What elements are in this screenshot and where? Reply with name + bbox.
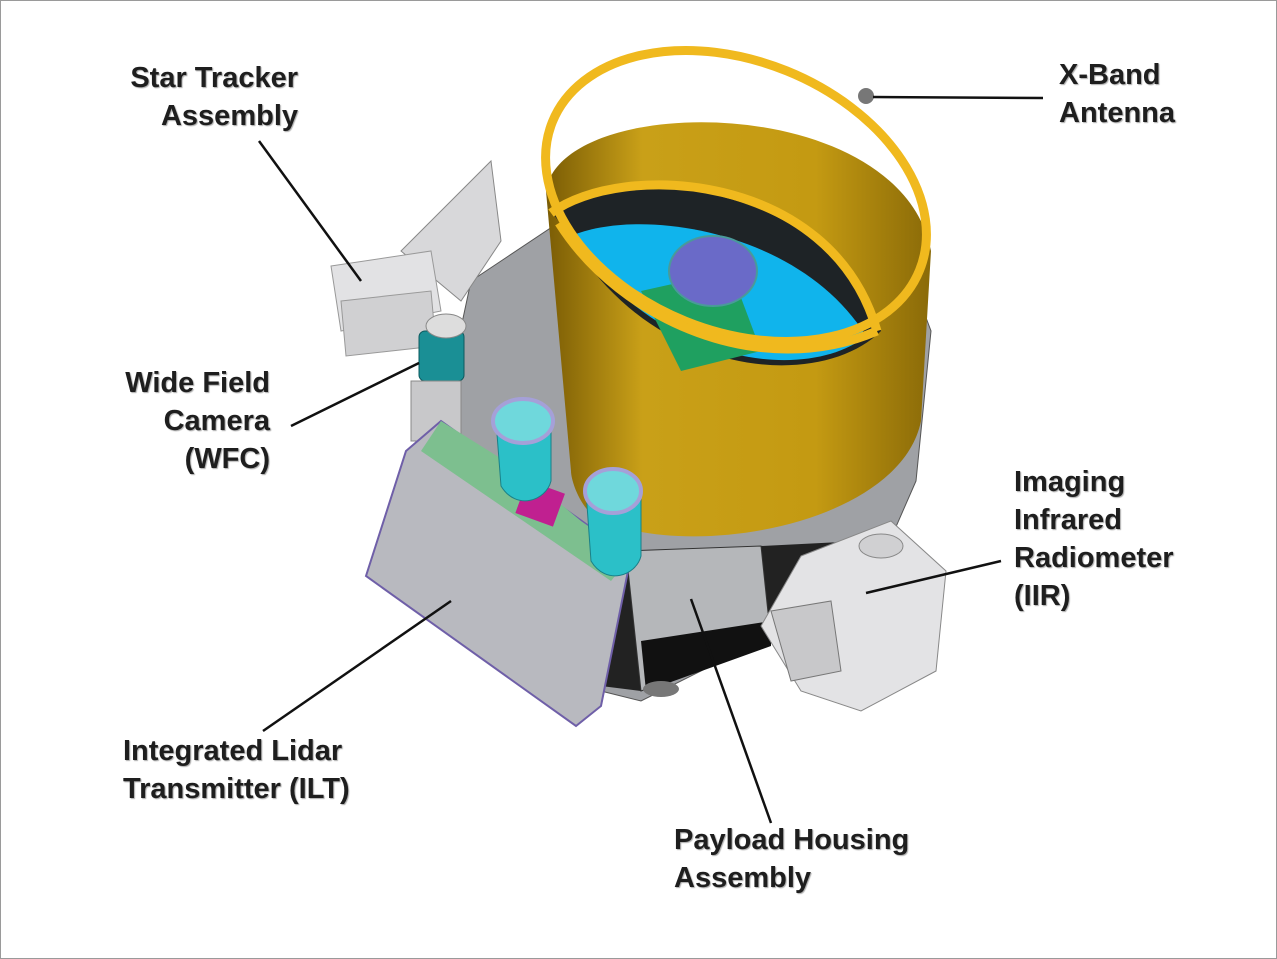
label-imaging-infrared-radiometer: Imaging Infrared Radiometer (IIR) xyxy=(1014,463,1174,615)
label-wide-field-camera: Wide Field Camera (WFC) xyxy=(41,364,270,478)
label-line: X-Band xyxy=(1059,59,1161,91)
baffle-rim xyxy=(541,46,931,346)
label-line: Transmitter (ILT) xyxy=(123,773,350,805)
integrated-lidar-transmitter xyxy=(364,397,643,728)
label-line: Imaging xyxy=(1014,466,1126,498)
label-line: Assembly xyxy=(160,100,298,132)
label-line: Star Tracker xyxy=(130,62,298,94)
label-payload-housing-assembly: Payload Housing Assembly xyxy=(674,821,909,897)
label-line: (WFC) xyxy=(184,443,270,475)
leader-star-tracker xyxy=(257,140,363,282)
leader-x-band xyxy=(872,95,1044,100)
label-line: Wide Field xyxy=(125,367,270,399)
star-tracker xyxy=(330,159,502,357)
x-band-antenna-dish xyxy=(858,88,874,104)
label-star-tracker: Star Tracker Assembly xyxy=(61,59,298,135)
label-line: Assembly xyxy=(674,862,812,894)
imaging-infrared-radiometer xyxy=(760,520,947,712)
label-line: Camera xyxy=(163,405,270,437)
leader-payload xyxy=(689,598,773,824)
label-line: Antenna xyxy=(1059,97,1175,129)
label-line: Infrared xyxy=(1014,504,1122,536)
label-line: Integrated Lidar xyxy=(123,735,343,767)
leader-iir xyxy=(865,559,1002,595)
leader-wfc xyxy=(290,361,420,428)
label-line: Payload Housing xyxy=(674,824,910,856)
leader-ilt xyxy=(262,599,452,733)
label-integrated-lidar-transmitter: Integrated Lidar Transmitter (ILT) xyxy=(123,732,350,808)
label-line: (IIR) xyxy=(1014,580,1071,612)
label-line: Radiometer xyxy=(1014,542,1174,574)
label-x-band-antenna: X-Band Antenna xyxy=(1059,56,1175,132)
secondary-mirror xyxy=(668,235,758,307)
